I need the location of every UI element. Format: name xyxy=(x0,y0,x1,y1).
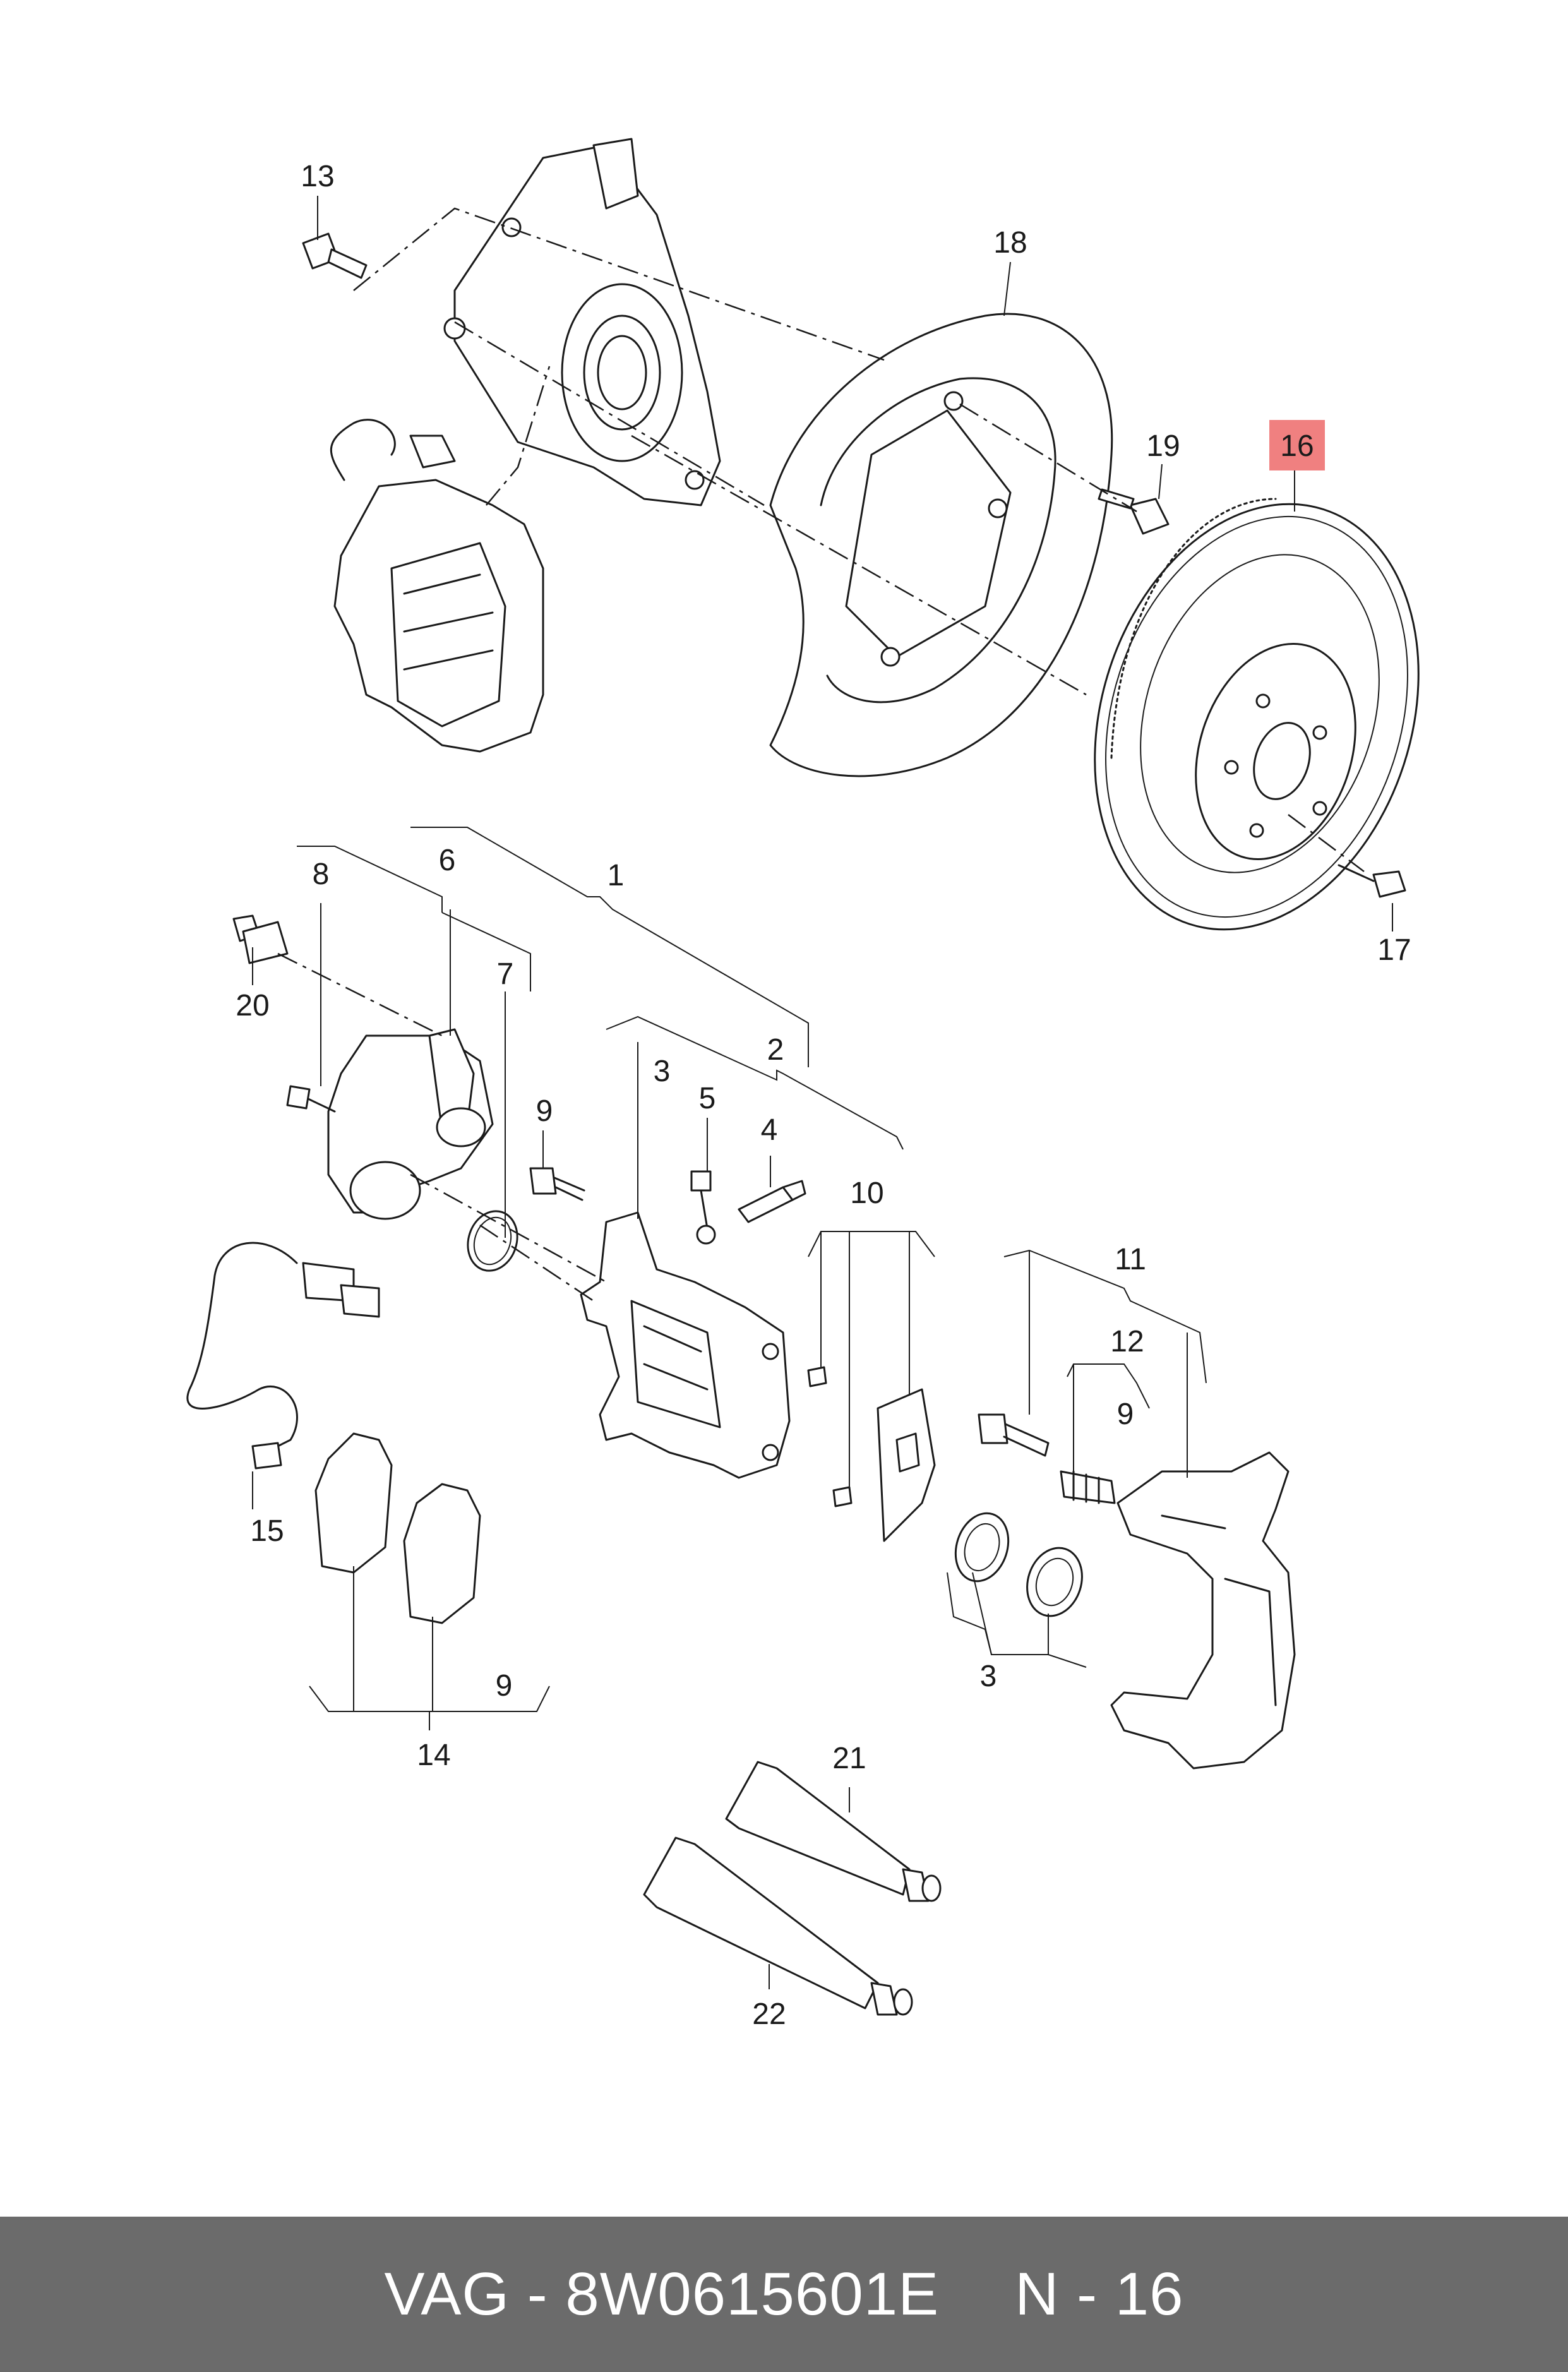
footer-brand: VAG xyxy=(384,2260,510,2328)
bolt-9 xyxy=(529,1167,585,1201)
caliper-motor-6 xyxy=(327,1028,494,1220)
callout-3: 3 xyxy=(980,1660,997,1693)
wheel-knuckle xyxy=(443,138,721,506)
bolt-12 xyxy=(978,1413,1050,1457)
footer-ref-prefix: N - xyxy=(1015,2260,1115,2328)
axis-line-2 xyxy=(454,321,765,506)
axis-line-5 xyxy=(486,366,551,506)
caliper-assembly-top xyxy=(330,419,544,753)
grease-tube-21 xyxy=(725,1761,942,1902)
bolt-13 xyxy=(302,232,368,279)
guide-pins-10 xyxy=(807,1366,936,1542)
callout-10: 10 xyxy=(850,1177,883,1210)
callout-1: 1 xyxy=(607,859,625,892)
callout-19: 19 xyxy=(1146,429,1180,463)
brake-assembly-diagram: 16 13 18 19 17 8 6 1 7 20 2 3 5 4 9 10 1… xyxy=(186,138,1420,2031)
callout-4: 4 xyxy=(761,1113,778,1147)
axis-line-1 xyxy=(353,207,885,361)
axis-line-3 xyxy=(631,434,1087,696)
footer-part-number: 8W0615601E xyxy=(565,2260,940,2328)
footer-ref-number: 16 xyxy=(1115,2260,1184,2328)
callout-3: 3 xyxy=(654,1055,671,1088)
callout-12: 12 xyxy=(1110,1325,1144,1358)
bleeder-5 xyxy=(690,1170,716,1245)
leader-lines xyxy=(252,196,1393,1989)
o-ring-7 xyxy=(467,1210,518,1272)
bolt-19 xyxy=(1098,488,1170,535)
callout-20: 20 xyxy=(236,989,269,1022)
carrier-11 xyxy=(1110,1451,1296,1770)
bolt-8 xyxy=(286,1085,336,1113)
callout-15: 15 xyxy=(250,1514,284,1548)
callout-6: 6 xyxy=(439,844,456,877)
callout-16: 16 xyxy=(1280,429,1314,463)
footer-separator: - xyxy=(510,2260,566,2328)
boot-3 xyxy=(954,1512,1083,1617)
sensor-20 xyxy=(232,914,289,964)
highlight-box-16 xyxy=(1269,420,1325,470)
callout-9: 9 xyxy=(496,1669,513,1703)
callout-9: 9 xyxy=(536,1094,553,1128)
brake-disc-16 xyxy=(1094,498,1420,931)
grease-tube-22 xyxy=(643,1836,913,2016)
callout-21: 21 xyxy=(832,1742,866,1775)
callouts: 13 18 19 17 8 6 1 7 20 2 3 5 4 9 10 11 1… xyxy=(236,160,1411,2031)
bellows-9 xyxy=(1060,1470,1116,1504)
callout-5: 5 xyxy=(699,1082,716,1115)
callout-2: 2 xyxy=(767,1033,784,1067)
axis-line-4 xyxy=(959,403,1137,513)
callout-7: 7 xyxy=(497,957,514,991)
brake-pads-14 xyxy=(314,1432,481,1624)
callout-22: 22 xyxy=(752,1998,786,2031)
callout-17: 17 xyxy=(1377,933,1411,967)
callout-18: 18 xyxy=(993,226,1027,260)
footer-bar: VAG - 8W0615601E N - 16 xyxy=(0,2217,1568,2372)
callout-8: 8 xyxy=(313,858,330,891)
callout-14: 14 xyxy=(417,1739,450,1772)
callout-11: 11 xyxy=(1115,1243,1146,1276)
axis-line-9 xyxy=(479,1224,594,1302)
caliper-housing-3 xyxy=(580,1211,791,1479)
axis-line-6 xyxy=(1288,814,1365,872)
screw-17 xyxy=(1338,864,1406,898)
splash-shield-18 xyxy=(769,313,1113,777)
wear-sensor-15 xyxy=(186,1242,380,1470)
axis-line-7 xyxy=(277,952,443,1037)
bleeder-4 xyxy=(738,1180,806,1223)
callout-13: 13 xyxy=(301,160,334,193)
callout-9: 9 xyxy=(1117,1398,1134,1431)
